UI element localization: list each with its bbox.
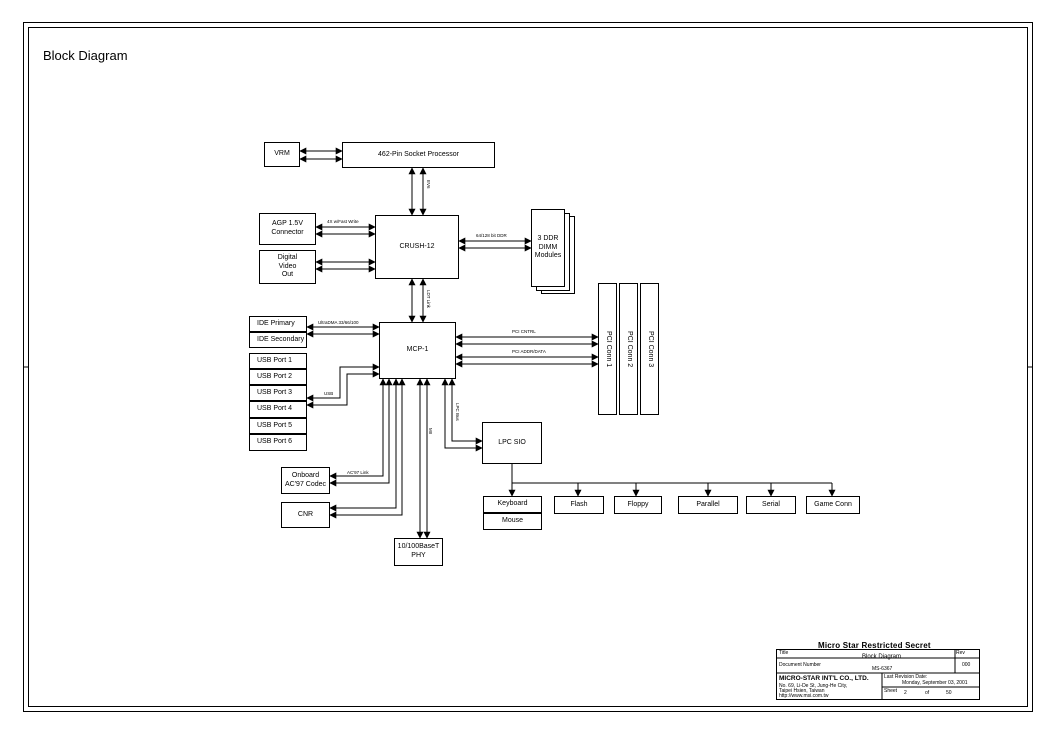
- label-ac97-link: AC'97 Link: [347, 470, 369, 475]
- title-block-address-2: Taipei Hsien, Taiwan: [779, 688, 825, 694]
- phy-block: 10/100BaseT PHY: [394, 538, 443, 566]
- title-block-title-label: Title: [779, 650, 789, 656]
- title-block-of-label: of: [925, 690, 930, 696]
- label-ldt: LDT Link: [426, 290, 431, 308]
- pci-conn-2-block: PCI Conn 2: [619, 283, 638, 415]
- title-block-company: MICRO-STAR INT'L CO., LTD.: [779, 675, 869, 682]
- title-block-website: http://www.msi.com.tw: [779, 693, 829, 699]
- page-title: Block Diagram: [43, 48, 128, 63]
- title-block-heading: Micro Star Restricted Secret: [818, 641, 931, 650]
- title-block-rev-label: Rev: [956, 650, 965, 656]
- cpu-block: 462-Pin Socket Processor: [342, 142, 495, 168]
- title-block-date-label: Last Revision Date:: [884, 674, 928, 680]
- title-block-date-value: Monday, September 03, 2001: [902, 680, 968, 686]
- pci-conn-1-block: PCI Conn 1: [598, 283, 617, 415]
- usb-port-1-block: USB Port 1: [249, 353, 307, 369]
- dimm-modules-block: 3 DDR DIMM Modules: [531, 209, 565, 287]
- title-block-docnum-label: Document Number: [779, 662, 821, 668]
- label-pci-control: PCI CNTRL: [512, 329, 536, 334]
- label-agp-bus: 4X w/Fast Write: [327, 219, 359, 224]
- keyboard-block: Keyboard: [483, 496, 542, 513]
- title-block-rev-value: 000: [962, 662, 971, 668]
- crush12-northbridge-block: CRUSH-12: [375, 215, 459, 279]
- label-pci-address-data: PCI ADDR/DATA: [512, 349, 546, 354]
- usb-port-6-block: USB Port 6: [249, 434, 307, 451]
- game-conn-block: Game Conn: [806, 496, 860, 514]
- parallel-block: Parallel: [678, 496, 738, 514]
- vrm-block: VRM: [264, 142, 300, 167]
- pci-conn-3-block: PCI Conn 3: [640, 283, 659, 415]
- label-cpu-bus: EV6: [426, 180, 431, 189]
- flash-block: Flash: [554, 496, 604, 514]
- label-lpc-bus: LPC Bus: [455, 403, 460, 421]
- title-block-docnum-value: MS-6367: [872, 666, 893, 672]
- agp-connector-block: AGP 1.5V Connector: [259, 213, 316, 245]
- label-memory-bus: 64/128 bit DDR: [476, 233, 507, 238]
- mouse-block: Mouse: [483, 513, 542, 530]
- usb-port-4-block: USB Port 4: [249, 401, 307, 418]
- floppy-block: Floppy: [614, 496, 662, 514]
- cnr-block: CNR: [281, 502, 330, 528]
- title-block-title-value: Block Diagram: [862, 654, 902, 660]
- drawing-border-inner: [28, 27, 1028, 707]
- title-block: [776, 649, 980, 700]
- label-mii: MII: [428, 428, 433, 435]
- title-block-total-value: 50: [946, 690, 952, 696]
- pci-conn-3-label: PCI Conn 3: [646, 330, 654, 368]
- pci-conn-2-label: PCI Conn 2: [625, 330, 633, 368]
- title-block-sheet-label: Sheet: [884, 688, 898, 694]
- title-block-address-1: No. 69, Li-De St, Jung-He City,: [779, 683, 848, 689]
- lpc-sio-block: LPC SIO: [482, 422, 542, 464]
- usb-port-5-block: USB Port 5: [249, 418, 307, 434]
- usb-port-3-block: USB Port 3: [249, 385, 307, 401]
- serial-block: Serial: [746, 496, 796, 514]
- title-block-sheet-value: 2: [904, 690, 907, 696]
- label-ide-bus: UltraDMA 33/66/100: [318, 320, 359, 325]
- label-usb-bus: USB: [324, 391, 334, 396]
- mcp1-southbridge-block: MCP-1: [379, 322, 456, 379]
- pci-conn-1-label: PCI Conn 1: [604, 330, 612, 368]
- ac97-codec-block: Onboard AC'97 Codec: [281, 467, 330, 494]
- ide-secondary-block: IDE Secondary: [249, 332, 307, 348]
- digital-video-out-block: Digital Video Out: [259, 250, 316, 284]
- ide-primary-block: IDE Primary: [249, 316, 307, 332]
- usb-port-2-block: USB Port 2: [249, 369, 307, 385]
